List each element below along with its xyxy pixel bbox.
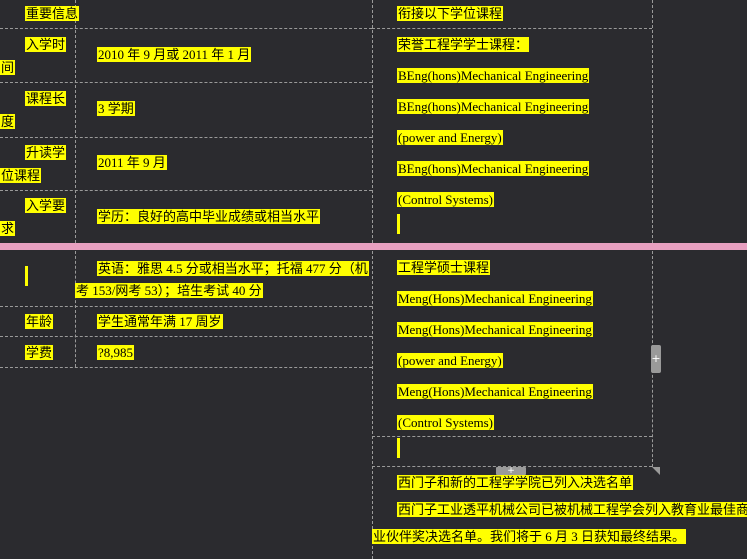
program-line: Meng(Hons)Mechanical Engineering [397,384,593,399]
page-break [0,243,747,250]
label-tuition: 学费 [25,345,54,360]
col-divider-3 [652,0,653,243]
program-line: (power and Energy) [397,353,503,368]
label-entry-requirements: 入学要 求 [0,198,67,236]
program-line: 工程学硕士课程 [397,260,491,275]
program-line: BEng(hons)Mechanical Engineering [397,161,590,176]
right-bottom-program-list: 工程学硕士课程 Meng(Hons)Mechanical Engineering… [397,259,593,445]
value-entry-requirements: 学历：良好的高中毕业成绩或相当水平 [97,209,321,224]
program-line: (Control Systems) [397,192,494,207]
value-tuition: ?8,985 [97,345,135,360]
corner-resize-grip[interactable] [652,467,660,475]
value-course-length: 3 学期 [97,101,135,116]
label-course-length: 课程长 度 [0,91,67,129]
col-divider-2 [372,0,373,243]
side-expand-handle[interactable]: + [651,345,661,373]
label-important-info: 重要信息 [25,6,80,21]
row-divider [0,82,372,83]
row-divider [0,367,372,368]
news-body: 西门子工业透平机械公司已被机械工程学会列入教育业最佳商 业伙伴奖决选名单。我们将… [372,501,747,546]
row-divider [0,306,372,307]
program-line: 荣誉工程学学士课程： [397,37,530,52]
value-english-requirement: 英语：雅思 4.5 分或相当水平；托福 477 分（机 考 153/网考 53）… [75,261,369,298]
row-divider [0,336,372,337]
program-line: Meng(Hons)Mechanical Engineering [397,322,593,337]
label-age: 年龄 [25,314,54,329]
col-divider-1 [75,0,76,243]
text-cursor [397,438,400,458]
row-divider [372,466,652,467]
right-heading: 衔接以下学位课程 [397,6,504,21]
label-degree-progression: 升读学 位课程 [0,145,67,183]
text-cursor [397,214,400,234]
row-divider [372,436,652,437]
value-enrollment-time: 2010 年 9 月或 2011 年 1 月 [97,47,252,62]
row-divider [0,190,372,191]
plus-icon: + [507,466,515,476]
program-line: (power and Energy) [397,130,503,145]
row-divider [0,28,372,29]
value-age: 学生通常年满 17 周岁 [97,314,223,329]
program-line: BEng(hons)Mechanical Engineering [397,99,590,114]
value-degree-progression: 2011 年 9 月 [97,155,167,170]
news-title: 西门子和新的工程学学院已列入决选名单 [397,475,634,490]
col-divider-2 [372,251,373,559]
text-cursor [25,266,28,286]
program-line: Meng(Hons)Mechanical Engineering [397,291,593,306]
col-divider-1 [75,251,76,367]
row-divider [0,137,372,138]
program-line: BEng(hons)Mechanical Engineering [397,68,590,83]
right-top-program-list: 荣誉工程学学士课程： BEng(hons)Mechanical Engineer… [397,36,590,222]
plus-icon: + [651,352,661,365]
label-enrollment-time: 入学时 间 [0,37,67,75]
row-divider [372,28,652,29]
bottom-expand-handle[interactable]: + [496,466,526,476]
program-line: (Control Systems) [397,415,494,430]
